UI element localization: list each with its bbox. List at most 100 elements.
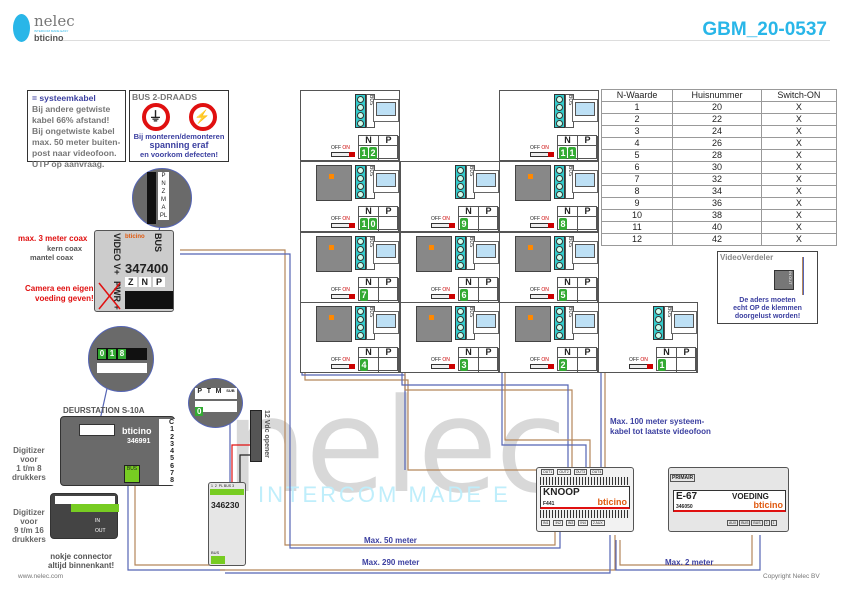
- bus-note: BUS 2-DRAADS ⏚ ⚡ Bij monteren/demonteren…: [129, 90, 229, 162]
- video-monitor-icon: [572, 241, 598, 264]
- terminal-label: 5: [170, 455, 174, 463]
- off-label: OFF: [629, 357, 639, 363]
- switch-off-on[interactable]: OFF ON: [530, 216, 554, 229]
- n-label: N: [359, 278, 379, 288]
- logo-name: nelec: [34, 12, 75, 30]
- in-terminal: IN2: [553, 520, 563, 526]
- wire-brown-2m: [619, 535, 753, 566]
- no-plug-icon: ⏚: [141, 103, 170, 131]
- out-label: OUT: [788, 276, 793, 285]
- terminal-label: 8: [170, 477, 174, 485]
- terminal-label: 6: [170, 462, 174, 470]
- table-header: N-Waarde: [600, 89, 674, 102]
- term-label: A: [161, 205, 166, 211]
- out-label: OUT: [95, 528, 106, 534]
- off-label: OFF: [530, 357, 540, 363]
- on-label: ON: [541, 357, 549, 363]
- p-label: P: [379, 207, 399, 217]
- in-label: IN: [95, 518, 100, 524]
- n-digit: 5: [559, 289, 567, 301]
- table-cell: X: [760, 197, 838, 210]
- text-line: doorgelust worden!: [734, 313, 801, 320]
- n-label: N: [558, 348, 578, 358]
- n-digit: 3: [460, 359, 468, 371]
- on-label: ON: [541, 216, 549, 222]
- terminal-label: BUS: [739, 520, 751, 526]
- switch-off-on[interactable]: OFF ON: [530, 145, 554, 158]
- table-cell: 28: [672, 149, 762, 162]
- switch-off-on[interactable]: OFF ON: [629, 357, 653, 370]
- switch-off-on[interactable]: OFF ON: [331, 287, 355, 300]
- video-distributor: [515, 306, 551, 342]
- n-label: N: [558, 207, 578, 217]
- watermark-tagline: INTERCOM MADE E: [258, 482, 511, 507]
- switch-off-on[interactable]: OFF ON: [331, 216, 355, 229]
- doc-id: GBM_20-0537: [702, 19, 827, 40]
- table-cell: 30: [672, 161, 762, 174]
- model-label: 347400: [125, 261, 169, 276]
- n-digit: 1: [559, 147, 567, 159]
- switch-off-on[interactable]: OFF ON: [530, 357, 554, 370]
- footer-website[interactable]: www.nelec.com: [18, 573, 64, 580]
- switch-off-on[interactable]: OFF ON: [530, 287, 554, 300]
- n-label: N: [138, 277, 151, 287]
- z-label: Z: [125, 277, 137, 287]
- code-digit: 0: [195, 407, 204, 416]
- off-label: OFF: [530, 287, 540, 293]
- cable-note-title: = systeemkabel: [32, 93, 96, 103]
- in-terminal: IN1: [541, 520, 551, 526]
- n-label: N: [558, 278, 578, 288]
- term-label: Z: [161, 189, 166, 195]
- cable-note: = systeemkabel Bij andere getwiste kabel…: [27, 90, 126, 169]
- pwr-label: PWR: [112, 281, 122, 302]
- voeding-title: E-67: [676, 491, 698, 502]
- n-label: N: [459, 278, 479, 288]
- table-cell: 11: [600, 221, 674, 234]
- video-monitor-icon: [572, 170, 598, 193]
- switch-off-on[interactable]: OFF ON: [331, 145, 355, 158]
- text-line: voor: [20, 455, 38, 464]
- on-label: ON: [442, 287, 450, 293]
- off-label: OFF: [331, 357, 341, 363]
- n-label: N: [359, 136, 379, 146]
- coax-note: max. 3 meter coax: [18, 234, 88, 243]
- camera-module-347400: VIDEO V+ PWR + bticino BUS 347400 Z N P: [94, 230, 174, 312]
- switch-off-on[interactable]: OFF ON: [431, 287, 455, 300]
- text-line: Digitizer: [13, 508, 45, 517]
- table-cell: 8: [600, 185, 674, 198]
- in-terminal: IN4: [578, 520, 588, 526]
- pwr-crossed-icon: [98, 282, 121, 310]
- bus-note-line: en voorkom defecten!: [140, 150, 218, 159]
- p-label: P: [479, 348, 499, 358]
- video-monitor-icon: [473, 311, 499, 334]
- terminal-labels: 1 2 PL BUS 3: [211, 484, 235, 488]
- n-digit: 2: [559, 359, 567, 371]
- text-line: echt OP de klemmen: [733, 305, 802, 312]
- n-digit: 8: [559, 218, 567, 230]
- table-cell: 38: [672, 209, 762, 222]
- switch-off-on[interactable]: OFF ON: [431, 216, 455, 229]
- bus-terminal: [455, 165, 466, 199]
- switch-off-on[interactable]: OFF ON: [331, 357, 355, 370]
- text-line: voor: [20, 517, 38, 526]
- plus-label: +: [112, 304, 122, 310]
- distance-50m: Max. 50 meter: [364, 536, 417, 545]
- aux-terminal: 2 AUX: [590, 520, 605, 526]
- kern-coax-label: kern coax: [47, 244, 83, 253]
- switch-off-on[interactable]: OFF ON: [431, 357, 455, 370]
- primair-label: PRIMAIR: [670, 474, 696, 482]
- brand-label: bticino: [597, 497, 628, 507]
- cable-note-line: UTP op aanvraag.: [32, 159, 105, 169]
